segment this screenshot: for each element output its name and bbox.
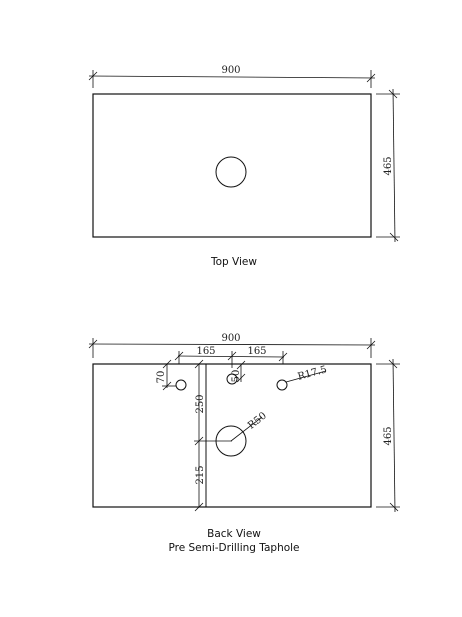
top-width-dim-line <box>88 75 376 79</box>
small-hole-radius-label: R17.5 <box>297 364 329 382</box>
top-taphole-circle <box>215 156 247 188</box>
big-hole-radius-label: R50 <box>246 410 269 431</box>
center-hole-depth-tick-bottom <box>236 373 246 383</box>
big-hole-radius-leader <box>230 416 263 442</box>
offset-tick-right <box>278 352 288 362</box>
back-width-tick-right <box>366 340 376 350</box>
back-view: 900 165 165 70 50 R17.5 <box>88 333 400 554</box>
back-height-dim-line <box>392 358 396 513</box>
top-height-dim-line <box>392 88 396 243</box>
top-width-tick-left <box>88 71 98 81</box>
offset-tick-center <box>227 351 237 361</box>
big-hole-circle <box>215 425 247 457</box>
top-view: 900 465 Top View <box>88 65 400 268</box>
small-hole-center <box>226 373 238 385</box>
vertical-dim-tick-top <box>194 359 204 369</box>
small-hole-depth-tick-top <box>162 359 172 369</box>
back-slab-outline <box>92 363 372 508</box>
back-view-subcaption: Pre Semi-Drilling Taphole <box>168 542 299 554</box>
vertical-dim-tick-bottom <box>194 502 204 512</box>
small-hole-depth-label: 70 <box>156 371 167 384</box>
top-width-tick-right <box>366 73 376 83</box>
small-hole-radius-leader <box>285 370 327 383</box>
offset-right-label: 165 <box>247 346 266 357</box>
back-height-label: 465 <box>383 426 394 445</box>
top-width-label: 900 <box>221 65 240 76</box>
small-hole-right <box>276 379 288 391</box>
top-slab-outline <box>92 93 372 238</box>
vertical-lower-label: 215 <box>195 465 206 484</box>
top-height-tick-bottom <box>389 232 399 242</box>
small-hole-left <box>175 379 187 391</box>
back-width-label: 900 <box>221 333 240 344</box>
center-hole-depth-tick-top <box>236 360 246 370</box>
back-width-dim-line <box>88 343 376 346</box>
top-view-caption: Top View <box>210 256 257 268</box>
back-width-tick-left <box>88 339 98 349</box>
back-height-tick-top <box>388 359 398 369</box>
back-view-caption: Back View <box>207 528 261 540</box>
vertical-upper-label: 250 <box>195 394 206 413</box>
top-height-tick-top <box>388 89 398 99</box>
offset-tick-left <box>174 351 184 361</box>
offset-left-label: 165 <box>196 346 215 357</box>
top-height-label: 465 <box>383 156 394 175</box>
back-height-tick-bottom <box>389 502 399 512</box>
